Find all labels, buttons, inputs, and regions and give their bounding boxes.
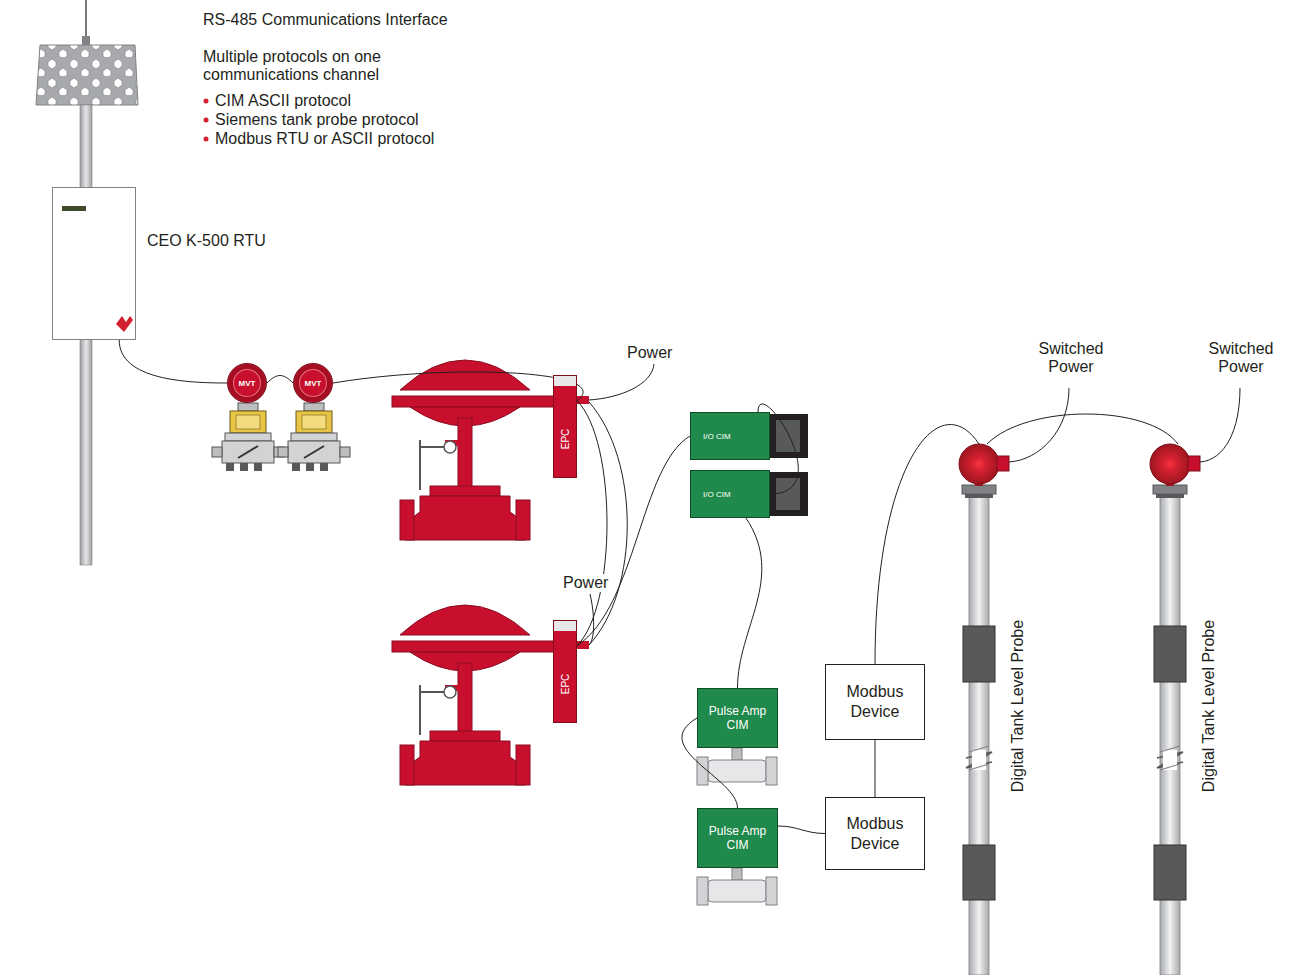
rtu-label: CEO K-500 RTU [147, 232, 266, 250]
rs485-wire [119, 340, 227, 383]
modbus-device-box: Modbus Device [825, 664, 925, 740]
probe-label: Digital Tank Level Probe [1009, 620, 1027, 792]
rs485-wire [778, 826, 825, 834]
modbus-label: Modbus Device [832, 814, 918, 854]
switched-power-label: Switched Power [1196, 340, 1286, 376]
wire-path [267, 376, 293, 384]
bullet-item: CIM ASCII protocol [215, 92, 351, 110]
bullet-item: Modbus RTU or ASCII protocol [215, 130, 434, 148]
power-label: Power [563, 574, 608, 592]
epc-label: EPC [560, 673, 571, 694]
power-label: Power [627, 344, 672, 362]
title: RS-485 Communications Interface [203, 11, 448, 29]
epc-label: EPC [560, 428, 571, 449]
board-label: I/O CIM [703, 490, 731, 499]
rtu-enclosure: CEO K-500 RTU [52, 187, 136, 340]
probe-label: Digital Tank Level Probe [1200, 620, 1218, 792]
switched-power-label: Switched Power [1026, 340, 1116, 376]
rs485-wire [577, 436, 690, 646]
bullet-item: Siemens tank probe protocol [215, 111, 419, 129]
io-cim-board: I/O CIM [690, 470, 770, 518]
wire-path [987, 414, 1178, 444]
wire-path [778, 826, 825, 834]
rs485-wire [875, 740, 876, 797]
io-cim-board: I/O CIM [690, 412, 770, 460]
wire-path [333, 372, 583, 401]
wire-path [875, 425, 979, 664]
pulse-amp-cim: Pulse Amp CIM [697, 808, 778, 868]
rs485-wire [987, 414, 1178, 444]
mvt-transmitter: MVT [293, 363, 333, 403]
rs485-wire [875, 425, 979, 664]
wire-path [738, 518, 762, 688]
rs485-wire [333, 372, 583, 401]
wire-path [119, 340, 227, 383]
tank-level-probe: Digital Tank Level Probe [1146, 444, 1226, 975]
pulse-amp-label: Pulse Amp CIM [702, 824, 773, 852]
modbus-device-box: Modbus Device [825, 797, 925, 870]
mvt-transmitter: MVT [227, 363, 267, 403]
rs485-wire [577, 401, 607, 646]
pulse-amp-label: Pulse Amp CIM [702, 704, 773, 732]
rs485-wire [738, 518, 762, 688]
pulse-amp-cim: Pulse Amp CIM [697, 688, 778, 748]
mvt-label: MVT [305, 379, 322, 388]
modbus-label: Modbus Device [832, 682, 918, 722]
board-label: I/O CIM [703, 432, 731, 441]
wire-path [577, 436, 690, 646]
rs485-wire [267, 376, 293, 384]
wire-path [577, 401, 607, 646]
wire-path [875, 740, 876, 797]
epc-controller: EPC [553, 375, 577, 478]
tank-level-probe: Digital Tank Level Probe [955, 444, 1035, 975]
mvt-label: MVT [239, 379, 256, 388]
epc-controller: EPC [553, 620, 577, 723]
note-text: Multiple protocols on one communications… [203, 48, 418, 84]
